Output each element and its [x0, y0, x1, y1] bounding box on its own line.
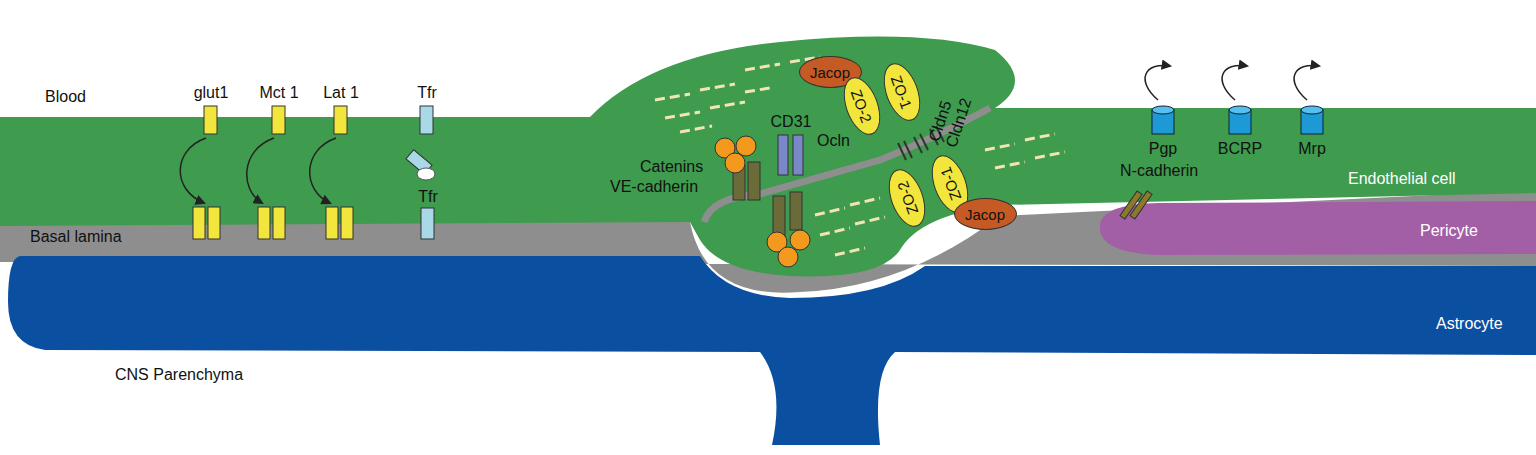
- actin-dash: [1025, 134, 1055, 140]
- actin-dash: [855, 217, 885, 224]
- actin-dash: [815, 208, 845, 215]
- region-label: Astrocyte: [1436, 315, 1503, 333]
- actin-dash: [700, 84, 735, 90]
- receptor-label: Tfr: [418, 188, 438, 206]
- actin-dash: [745, 64, 780, 70]
- receptor-label: Tfr: [417, 84, 437, 102]
- efflux-pumps: [1152, 106, 1323, 134]
- adherens-junction: [715, 135, 810, 267]
- transporter-label: BCRP: [1218, 140, 1262, 158]
- region-label: CNS Parenchyma: [115, 366, 243, 384]
- transporters: [193, 106, 353, 239]
- endothelial-cell: [0, 37, 1536, 277]
- protein-name: Jacop: [965, 206, 1005, 223]
- actin-dash: [850, 198, 880, 205]
- protein-label: Catenins: [640, 158, 703, 176]
- transporter-label: Mct 1: [259, 84, 298, 102]
- protein-name: ZO-2: [848, 87, 876, 125]
- actin-dash: [835, 248, 865, 255]
- actin-filaments: [655, 57, 1065, 255]
- protein-label: N-cadherin: [1120, 162, 1198, 180]
- protein-name: Jacop: [810, 64, 850, 81]
- transporter-label: glut1: [194, 84, 229, 102]
- transferrin-receptor: [406, 106, 435, 239]
- protein-label: Ocln: [817, 132, 850, 150]
- protein-label: VE-cadherin: [610, 178, 698, 196]
- transporter-label: Lat 1: [323, 84, 359, 102]
- transporter-label: Pgp: [1149, 140, 1177, 158]
- jacop-oval: Jacop: [954, 198, 1017, 230]
- transporter-label: Mrp: [1298, 140, 1326, 158]
- actin-dash: [710, 102, 745, 108]
- actin-dash: [995, 162, 1025, 168]
- astrocyte: [8, 256, 1536, 445]
- region-label: Basal lamina: [30, 228, 122, 246]
- protein-name: ZO-1: [888, 73, 916, 111]
- actin-dash: [665, 112, 700, 118]
- actin-dash: [680, 126, 712, 132]
- region-label: Endothelial cell: [1348, 170, 1456, 188]
- protein-name: ZO-1: [936, 165, 964, 203]
- protein-name: ZO-2: [893, 179, 921, 217]
- n-cadherin: [1120, 191, 1152, 219]
- actin-dash: [1035, 152, 1065, 158]
- region-label: Blood: [45, 88, 86, 106]
- region-label: Pericyte: [1420, 222, 1478, 240]
- pericyte: [1100, 201, 1536, 255]
- actin-dash: [820, 228, 850, 235]
- actin-dash: [985, 144, 1015, 150]
- actin-dash: [655, 94, 690, 100]
- efflux-arrows: [1145, 65, 1319, 100]
- transport-arrows: [180, 138, 336, 203]
- protein-label: CD31: [771, 113, 812, 131]
- actin-dash: [745, 88, 770, 92]
